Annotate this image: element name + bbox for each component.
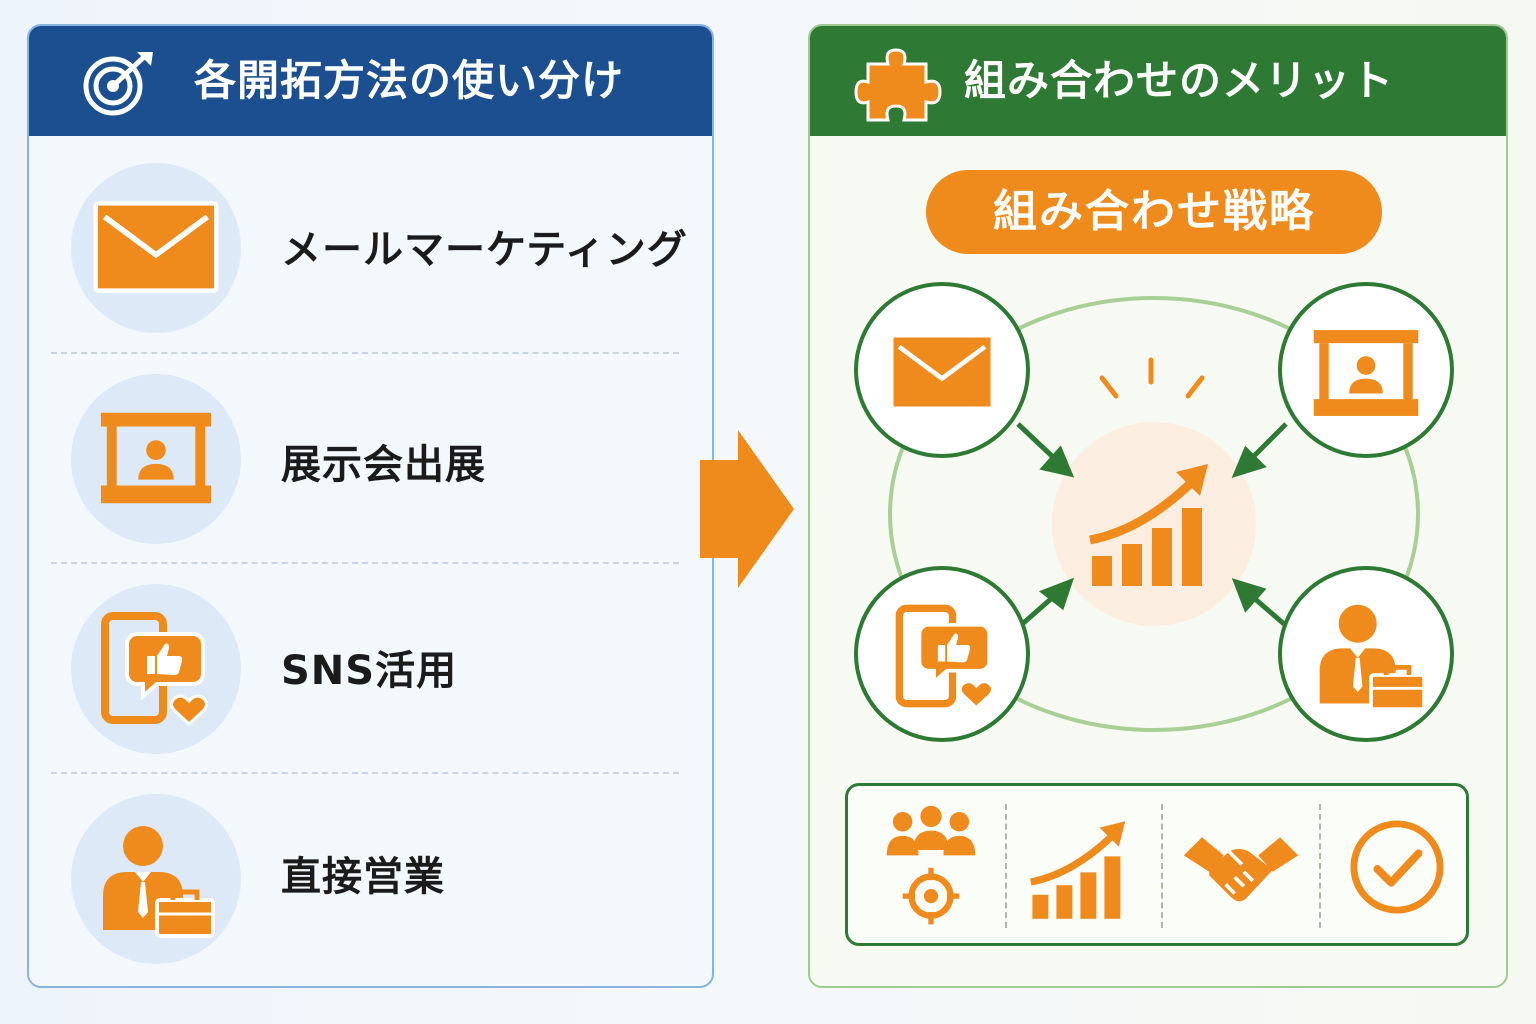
team-target-icon [866,804,996,928]
node-sns [854,566,1030,742]
method-icon-circle [71,374,241,544]
exhibition-booth-icon [100,412,212,504]
divider [51,772,679,774]
right-arrow-icon [700,430,794,588]
salesperson-briefcase-icon [89,812,223,946]
envelope-icon [89,181,223,315]
methods-panel-header: 各開拓方法の使い分け [29,26,712,136]
target-icon [83,52,153,116]
method-label: 展示会出展 [281,442,486,488]
envelope-icon [892,336,993,409]
method-icon-circle [71,584,241,754]
divider [1319,804,1321,928]
method-icon-circle [71,163,241,333]
node-email [854,282,1030,458]
divider [51,562,679,564]
method-direct-sales: 直接営業 [29,794,712,986]
node-direct-sales [1278,566,1454,742]
method-label: SNS活用 [281,648,458,694]
combination-diagram [854,282,1454,742]
method-label: メールマーケティング [281,227,688,273]
smartphone-like-icon [89,602,223,736]
puzzle-piece-icon [854,48,942,122]
growth-chart-icon [1018,804,1148,928]
method-sns: SNS活用 [29,584,712,784]
benefits-strip [845,783,1469,946]
benefits-panel-title: 組み合わせのメリット [964,56,1395,105]
methods-panel: 各開拓方法の使い分け メールマーケティング 展示会出展 SNS活用 直接営業 [27,24,714,988]
method-label: 直接営業 [281,854,445,900]
handshake-icon [1182,835,1300,904]
method-email-marketing: メールマーケティング [29,163,712,363]
method-exhibition: 展示会出展 [29,374,712,574]
methods-panel-title: 各開拓方法の使い分け [194,56,625,105]
orbit-ring [888,296,1420,732]
divider [1005,804,1007,928]
node-exhibition [1278,282,1454,458]
strategy-label: 組み合わせ戦略 [926,170,1382,254]
method-icon-circle [71,794,241,964]
divider [51,352,679,354]
check-circle-icon [1332,804,1462,928]
benefits-panel-header: 組み合わせのメリット [810,26,1506,136]
center-glow [1052,422,1256,626]
divider [1161,804,1163,928]
